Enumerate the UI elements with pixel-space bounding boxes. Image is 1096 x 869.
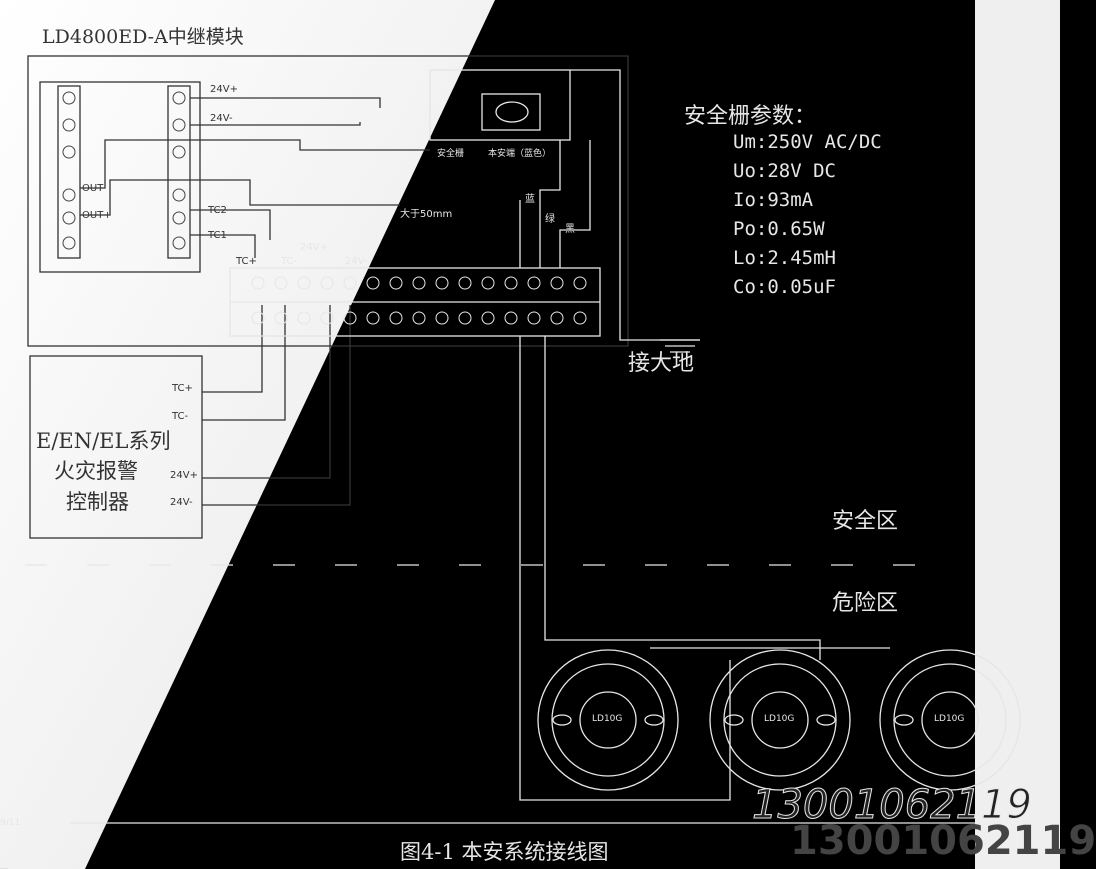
watermark-italic: 13001062119 (752, 782, 1033, 829)
param-co: Co:0.05uF (733, 276, 836, 298)
label-tc1: TC1 (208, 230, 227, 241)
zone-hazard-label: 危险区 (832, 591, 899, 616)
watermark-bold: 13001062119 (790, 818, 1096, 864)
zone-safe-label: 安全区 (832, 509, 899, 534)
detector-label-3: LD10G (934, 714, 965, 724)
controller-tc-minus: TC- (172, 411, 189, 422)
params-title: 安全栅参数： (684, 104, 817, 129)
terminal-block (39, 81, 201, 273)
label-strip-tc-plus: TC+ (236, 256, 257, 267)
page-number: 9/11 (0, 818, 21, 828)
param-lo: Lo:2.45mH (733, 247, 836, 269)
label-out-minus: OUT- (82, 183, 106, 194)
label-strip-tc-minus: TC- (281, 256, 298, 267)
module-title: LD4800ED-A中继模块 (42, 26, 244, 48)
label-safety-barrier: 安全栅 (437, 149, 465, 159)
label-distance: 大于50mm (400, 209, 453, 220)
controller-line2: 火灾报警 (54, 459, 138, 483)
label-24v-minus: 24V- (210, 113, 233, 124)
label-wire-blue: 蓝 (525, 194, 535, 205)
controller-24v-plus: 24V+ (170, 470, 198, 481)
detector-base-2 (709, 649, 851, 791)
detector-base-1 (537, 649, 679, 791)
figure-caption: 图4-1 本安系统接线图 (400, 840, 609, 864)
label-intrinsic-safe: 本安端（蓝色） (488, 149, 552, 159)
label-tc2: TC2 (208, 205, 227, 216)
terminal-strip-top (251, 276, 587, 290)
controller-box (29, 355, 203, 539)
module-enclosure (27, 55, 629, 347)
background (0, 0, 1060, 869)
controller-line1: E/EN/EL系列 (36, 429, 171, 453)
controller-24v-minus: 24V- (170, 497, 193, 508)
param-uo: Uo:28V DC (733, 160, 836, 182)
detector-label-1: LD10G (592, 714, 623, 724)
wiring-diagram (25, 55, 1021, 824)
label-wire-green: 绿 (545, 214, 555, 225)
param-po: Po:0.65W (733, 218, 825, 240)
label-strip-24v-plus: 24V+ (300, 242, 328, 253)
label-strip-24v-minus: 24V- (345, 256, 368, 267)
label-ground: 接大地 (628, 351, 695, 376)
label-24v-plus: 24V+ (210, 84, 238, 95)
param-um: Um:250V AC/DC (733, 131, 882, 153)
label-out-plus: OUT+ (82, 210, 112, 221)
controller-tc-plus: TC+ (172, 383, 193, 394)
param-io: Io:93mA (733, 189, 814, 211)
controller-line3: 控制器 (66, 490, 129, 514)
detector-label-2: LD10G (764, 714, 795, 724)
detector-base-3 (879, 649, 1021, 791)
terminal-strip-bottom (251, 311, 587, 325)
label-wire-black: 黑 (565, 224, 575, 235)
